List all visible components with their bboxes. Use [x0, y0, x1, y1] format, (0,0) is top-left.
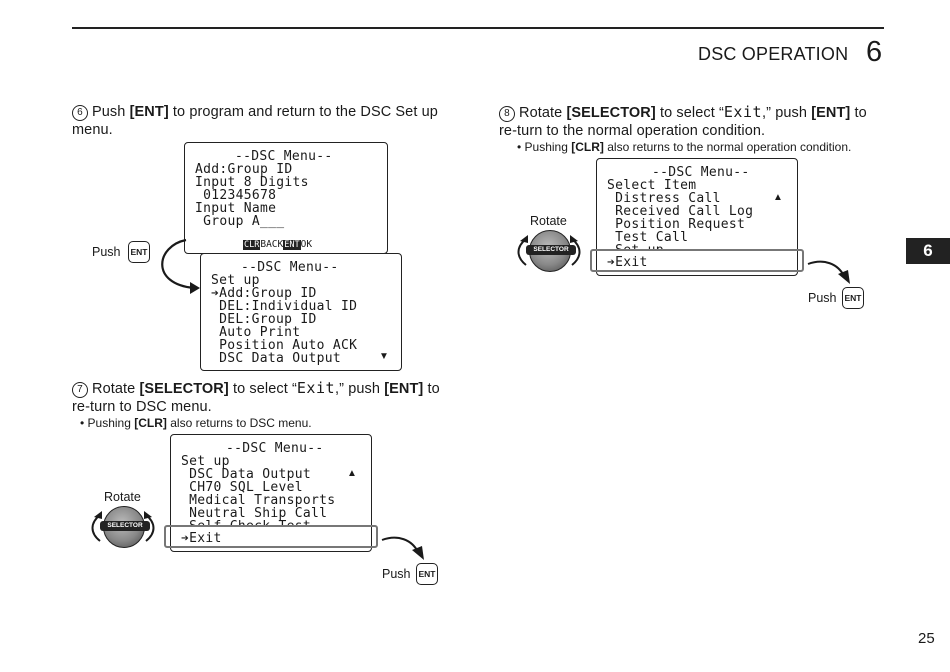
lcd-screen-input-name: --DSC Menu-- Add:Group ID Input 8 Digits…	[184, 142, 388, 254]
lcd-exit-item: ➔Exit	[181, 531, 222, 546]
exit-highlight-frame	[164, 525, 378, 548]
press-arrow-icon	[381, 536, 424, 560]
chapter-number: 6	[866, 36, 883, 68]
rotate-arrows-icon	[91, 511, 155, 542]
lcd-exit-item: ➔Exit	[607, 255, 648, 270]
selector-knob-icon[interactable]: SELECTOR	[526, 230, 576, 272]
exit-highlight-frame	[590, 249, 804, 272]
scroll-up-icon: ▲	[773, 192, 783, 203]
step-8-note: • Pushing [CLR] also returns to the norm…	[517, 140, 852, 154]
push-label: Push	[382, 567, 411, 581]
ent-key-icon[interactable]: ENT	[842, 287, 864, 309]
chapter-tab[interactable]: 6	[906, 238, 950, 264]
step-8-marker: 8	[499, 106, 515, 122]
ent-key-ref: [ENT]	[129, 104, 169, 120]
rotate-label: Rotate	[530, 214, 567, 228]
scroll-up-icon: ▲	[347, 468, 357, 479]
section-title: DSC OPERATION	[698, 44, 849, 64]
step-7-marker: 7	[72, 382, 88, 398]
push-label: Push	[92, 245, 121, 259]
selector-knob-icon[interactable]: SELECTOR	[100, 506, 150, 548]
push-label: Push	[808, 291, 837, 305]
scroll-down-icon: ▼	[379, 351, 389, 362]
rotate-label: Rotate	[104, 490, 141, 504]
rotate-arrows-icon	[517, 235, 581, 266]
ent-key-icon[interactable]: ENT	[128, 241, 150, 263]
lcd-screen-setup: --DSC Menu-- Set up ➔Add:Group ID DEL:In…	[200, 253, 402, 371]
lcd-soft-keys: CLRBACKENTOK	[243, 239, 313, 250]
page-number: 25	[918, 630, 935, 647]
lcd-name-input: Group A___	[195, 214, 285, 229]
step-6-marker: 6	[72, 105, 88, 121]
curved-arrow-icon	[161, 238, 200, 294]
lcd-screen-select-item: --DSC Menu-- Select Item Distress Call R…	[596, 158, 798, 276]
header-rule	[72, 27, 884, 29]
lcd-screen-setup-exit: --DSC Menu-- Set up DSC Data Output CH70…	[170, 434, 372, 552]
step-7-note: • Pushing [CLR] also returns to DSC menu…	[80, 416, 312, 430]
press-arrow-icon	[807, 260, 850, 284]
ent-key-icon[interactable]: ENT	[416, 563, 438, 585]
